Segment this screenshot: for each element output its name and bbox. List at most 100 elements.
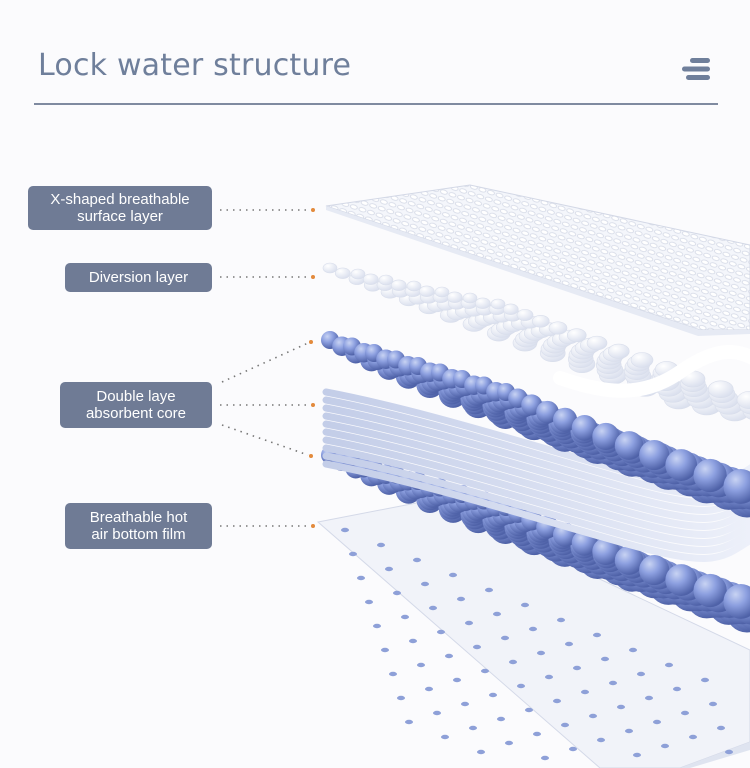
film-hole bbox=[473, 644, 481, 650]
diversion-bead bbox=[566, 328, 587, 343]
film-hole bbox=[609, 680, 617, 686]
film-hole bbox=[377, 542, 385, 548]
absorbent-bead bbox=[693, 458, 727, 493]
diversion-bead bbox=[586, 335, 608, 351]
film-hole bbox=[449, 572, 457, 578]
film-hole bbox=[533, 731, 541, 737]
film-hole bbox=[477, 749, 485, 755]
film-hole bbox=[493, 611, 501, 617]
film-hole bbox=[637, 671, 645, 677]
diversion-bead bbox=[474, 297, 491, 309]
film-hole bbox=[525, 707, 533, 713]
film-hole bbox=[653, 719, 661, 725]
film-hole bbox=[673, 686, 681, 692]
menu-icon[interactable] bbox=[680, 56, 712, 82]
film-hole bbox=[373, 623, 381, 629]
film-hole bbox=[573, 665, 581, 671]
leader-lines bbox=[220, 209, 310, 527]
film-hole bbox=[681, 710, 689, 716]
diversion-bead bbox=[531, 315, 550, 328]
film-hole bbox=[469, 725, 477, 731]
film-hole bbox=[437, 629, 445, 635]
film-hole bbox=[397, 695, 405, 701]
film-hole bbox=[445, 653, 453, 659]
film-hole bbox=[557, 617, 565, 623]
absorbent-bead bbox=[693, 573, 727, 608]
page-title: Lock water structure bbox=[38, 48, 352, 83]
film-hole bbox=[457, 596, 465, 602]
diversion-bead bbox=[462, 292, 478, 304]
absorbent-bead bbox=[665, 564, 698, 596]
diversion-bead bbox=[378, 274, 394, 286]
film-hole bbox=[645, 695, 653, 701]
film-hole bbox=[665, 662, 673, 668]
diversion-bead bbox=[418, 285, 435, 297]
diversion-bead bbox=[736, 390, 750, 410]
film-hole bbox=[393, 590, 401, 596]
film-hole bbox=[429, 605, 437, 611]
film-hole bbox=[425, 686, 433, 692]
surface-mesh-layer bbox=[325, 184, 750, 336]
absorbent-bead bbox=[639, 554, 670, 586]
film-hole bbox=[497, 716, 505, 722]
film-hole bbox=[509, 659, 517, 665]
fiber-strand bbox=[322, 420, 750, 522]
absorbent-bead bbox=[592, 422, 620, 451]
film-hole bbox=[517, 683, 525, 689]
film-hole bbox=[405, 719, 413, 725]
absorbent-bead bbox=[639, 439, 670, 471]
film-hole bbox=[717, 725, 725, 731]
film-hole bbox=[501, 635, 509, 641]
film-hole bbox=[481, 668, 489, 674]
diversion-bead bbox=[406, 280, 422, 292]
absorbent-bead bbox=[723, 469, 750, 504]
film-hole bbox=[541, 755, 549, 761]
film-hole bbox=[565, 641, 573, 647]
film-hole bbox=[661, 743, 669, 749]
film-hole bbox=[341, 527, 349, 533]
film-hole bbox=[521, 602, 529, 608]
film-hole bbox=[389, 671, 397, 677]
diversion-bead bbox=[390, 279, 407, 291]
film-hole bbox=[441, 734, 449, 740]
film-hole bbox=[593, 632, 601, 638]
film-hole bbox=[589, 713, 597, 719]
film-hole bbox=[709, 701, 717, 707]
film-hole bbox=[401, 614, 409, 620]
film-hole bbox=[529, 626, 537, 632]
diversion-bead bbox=[548, 321, 568, 335]
absorbent-bead bbox=[614, 546, 644, 575]
film-hole bbox=[461, 701, 469, 707]
film-hole bbox=[569, 746, 577, 752]
leader-dots bbox=[309, 208, 315, 528]
film-hole bbox=[365, 599, 373, 605]
film-hole bbox=[489, 692, 497, 698]
film-hole bbox=[485, 587, 493, 593]
film-hole bbox=[553, 698, 561, 704]
label-surface-layer: X-shaped breathable surface layer bbox=[28, 186, 212, 230]
film-hole bbox=[381, 647, 389, 653]
film-hole bbox=[505, 740, 513, 746]
film-hole bbox=[561, 722, 569, 728]
film-hole bbox=[629, 647, 637, 653]
film-hole bbox=[581, 689, 589, 695]
film-hole bbox=[385, 566, 393, 572]
film-hole bbox=[465, 620, 473, 626]
film-hole bbox=[421, 581, 429, 587]
film-hole bbox=[537, 650, 545, 656]
fiber-strand bbox=[322, 444, 750, 546]
diversion-bead bbox=[350, 268, 366, 280]
film-hole bbox=[725, 749, 733, 755]
film-hole bbox=[689, 734, 697, 740]
film-hole bbox=[625, 728, 633, 734]
film-hole bbox=[617, 704, 625, 710]
film-hole bbox=[357, 575, 365, 581]
fiber-strand bbox=[322, 428, 750, 530]
film-hole bbox=[433, 710, 441, 716]
diversion-bead bbox=[334, 267, 351, 279]
film-hole bbox=[701, 677, 709, 683]
fiber-strand bbox=[322, 452, 750, 554]
diversion-bead bbox=[630, 352, 654, 368]
upper-absorbent-layer bbox=[321, 331, 750, 518]
